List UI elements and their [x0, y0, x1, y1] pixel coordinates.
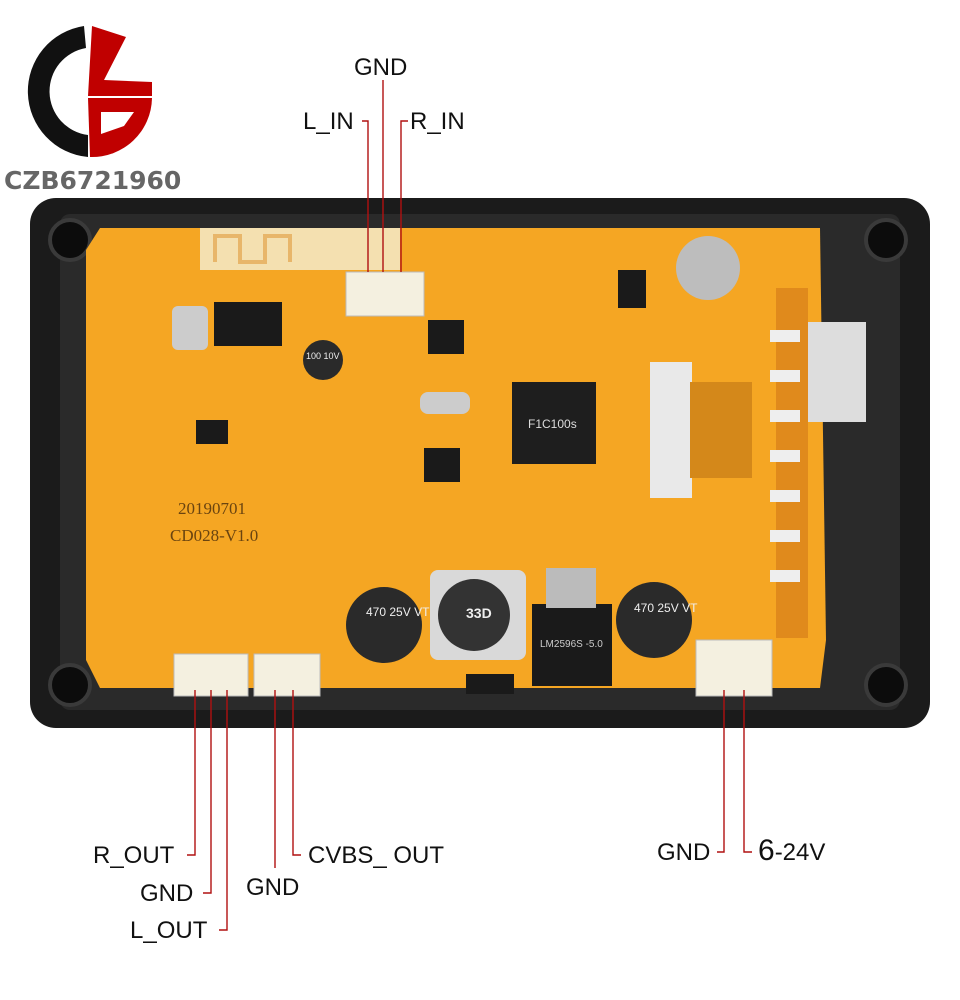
- label-power-input: 6-24V: [758, 834, 826, 867]
- brand-logo: [27, 26, 152, 158]
- date-code: 20190701: [178, 499, 246, 518]
- capacitor-left-label: 470 25V VT: [366, 605, 430, 619]
- label-gnd-power: GND: [657, 839, 711, 866]
- label-gnd-in: GND: [354, 54, 408, 81]
- inductor-label: 33D: [466, 605, 492, 621]
- label-cvbs-out: CVBS_ OUT: [308, 842, 445, 869]
- main-chip: [512, 382, 596, 464]
- chip-label: F1C100s: [528, 417, 577, 431]
- capacitor-left: [346, 587, 422, 663]
- label-l-in: L_IN: [303, 108, 354, 135]
- capacitor-right: [616, 582, 692, 658]
- label-l-out: L_OUT: [130, 917, 208, 944]
- logo-text: CZB6721960: [4, 166, 182, 195]
- label-r-out: R_OUT: [93, 842, 175, 869]
- regulator-label: LM2596S -5.0: [540, 639, 603, 650]
- regulator: [532, 604, 612, 686]
- leader-lines: [187, 80, 752, 931]
- capacitor-right-label: 470 25V VT: [634, 601, 698, 615]
- label-r-in: R_IN: [410, 108, 465, 135]
- board-version: CD028-V1.0: [170, 526, 259, 545]
- label-gnd-out: GND: [140, 880, 194, 907]
- label-gnd-video: GND: [246, 874, 300, 901]
- mounting-holes: [48, 218, 908, 707]
- small-cap-label: 100 10V: [306, 351, 340, 361]
